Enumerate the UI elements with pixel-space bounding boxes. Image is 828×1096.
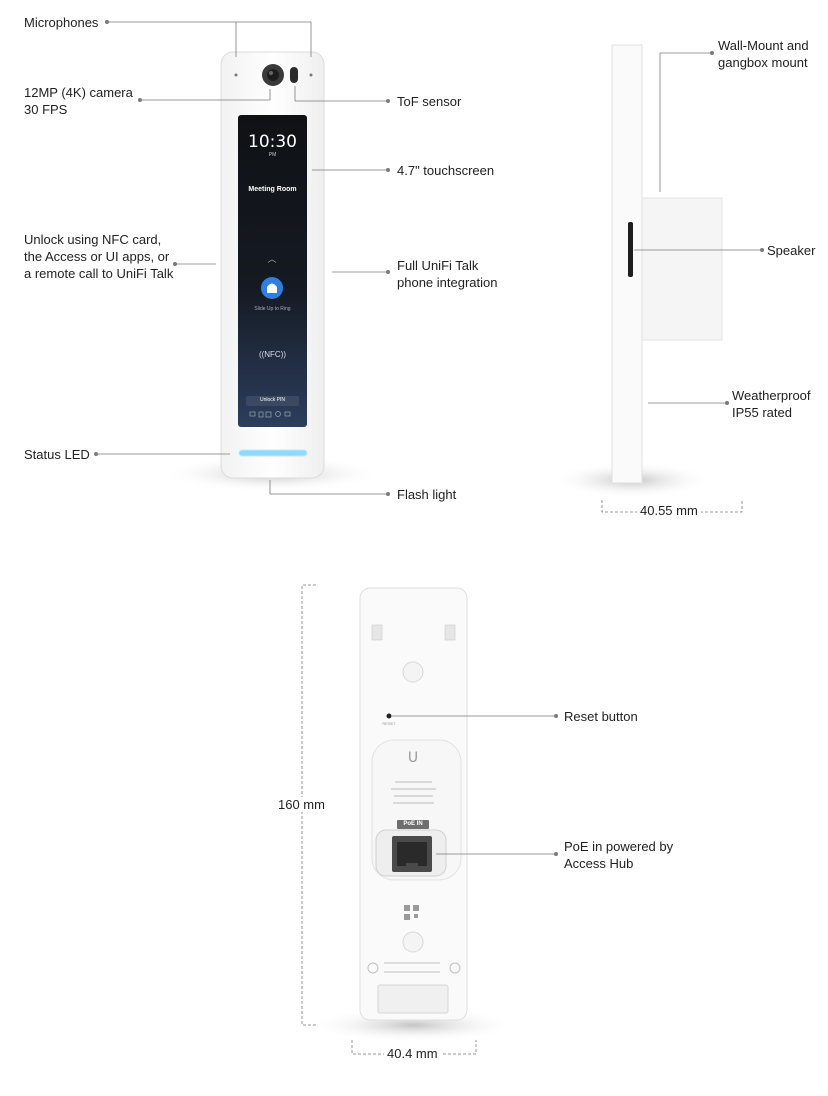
microphone-left [234,73,238,77]
leader-dots [94,20,764,856]
svg-text:︿: ︿ [267,255,276,265]
label-wall-mount: Wall-Mount and gangbox mount [718,38,809,70]
poe-tag [397,820,429,829]
qr-code [404,905,419,920]
svg-text:U: U [408,750,418,766]
label-speaker: Speaker [767,243,816,258]
screen-unlock-pin: Unlock PIN [259,397,285,403]
label-poe: PoE in powered by Access Hub [564,839,674,871]
tof-sensor [290,67,298,83]
label-microphones: Microphones [24,15,99,30]
label-unlock: Unlock using NFC card, the Access or UI … [24,232,174,281]
label-reset-button: Reset button [564,709,638,724]
label-talk-integration: Full UniFi Talk phone integration [397,258,498,290]
reset-mark: RESET [382,721,396,726]
screen-room: Meeting Room [248,186,297,193]
screen-nfc: ((NFC)) [258,350,287,359]
back-shadow [308,1008,518,1042]
label-flash-light: Flash light [397,487,457,502]
status-led [239,450,307,456]
screen-bottom-icons [249,411,291,418]
poe-tag-label: PoE IN [403,821,423,827]
bottom-slot [377,984,449,1014]
label-camera: 12MP (4K) camera 30 FPS [24,85,133,117]
dimension-depth: 40.55 mm [637,503,701,518]
dimension-width: 40.4 mm [384,1046,441,1061]
speaker-grille [628,222,633,277]
label-touchscreen: 4.7" touchscreen [397,163,495,178]
reset-hole [386,713,392,719]
touchscreen [238,115,307,427]
label-tof-sensor: ToF sensor [397,94,462,109]
microphone-right [309,73,313,77]
unlock-pin-button [246,396,299,406]
leader-lines [96,21,762,855]
mount-bracket [641,197,723,341]
side-device-body [611,44,643,484]
screen-slide-hint: Slide Up to Ring [254,306,291,312]
screen-time: 10:30 [248,132,297,152]
label-weatherproof: Weatherproof IP55 rated [732,388,811,420]
screen-ampm: PM [268,152,277,158]
dimension-height: 160 mm [275,797,328,812]
label-status-led: Status LED [24,447,90,462]
